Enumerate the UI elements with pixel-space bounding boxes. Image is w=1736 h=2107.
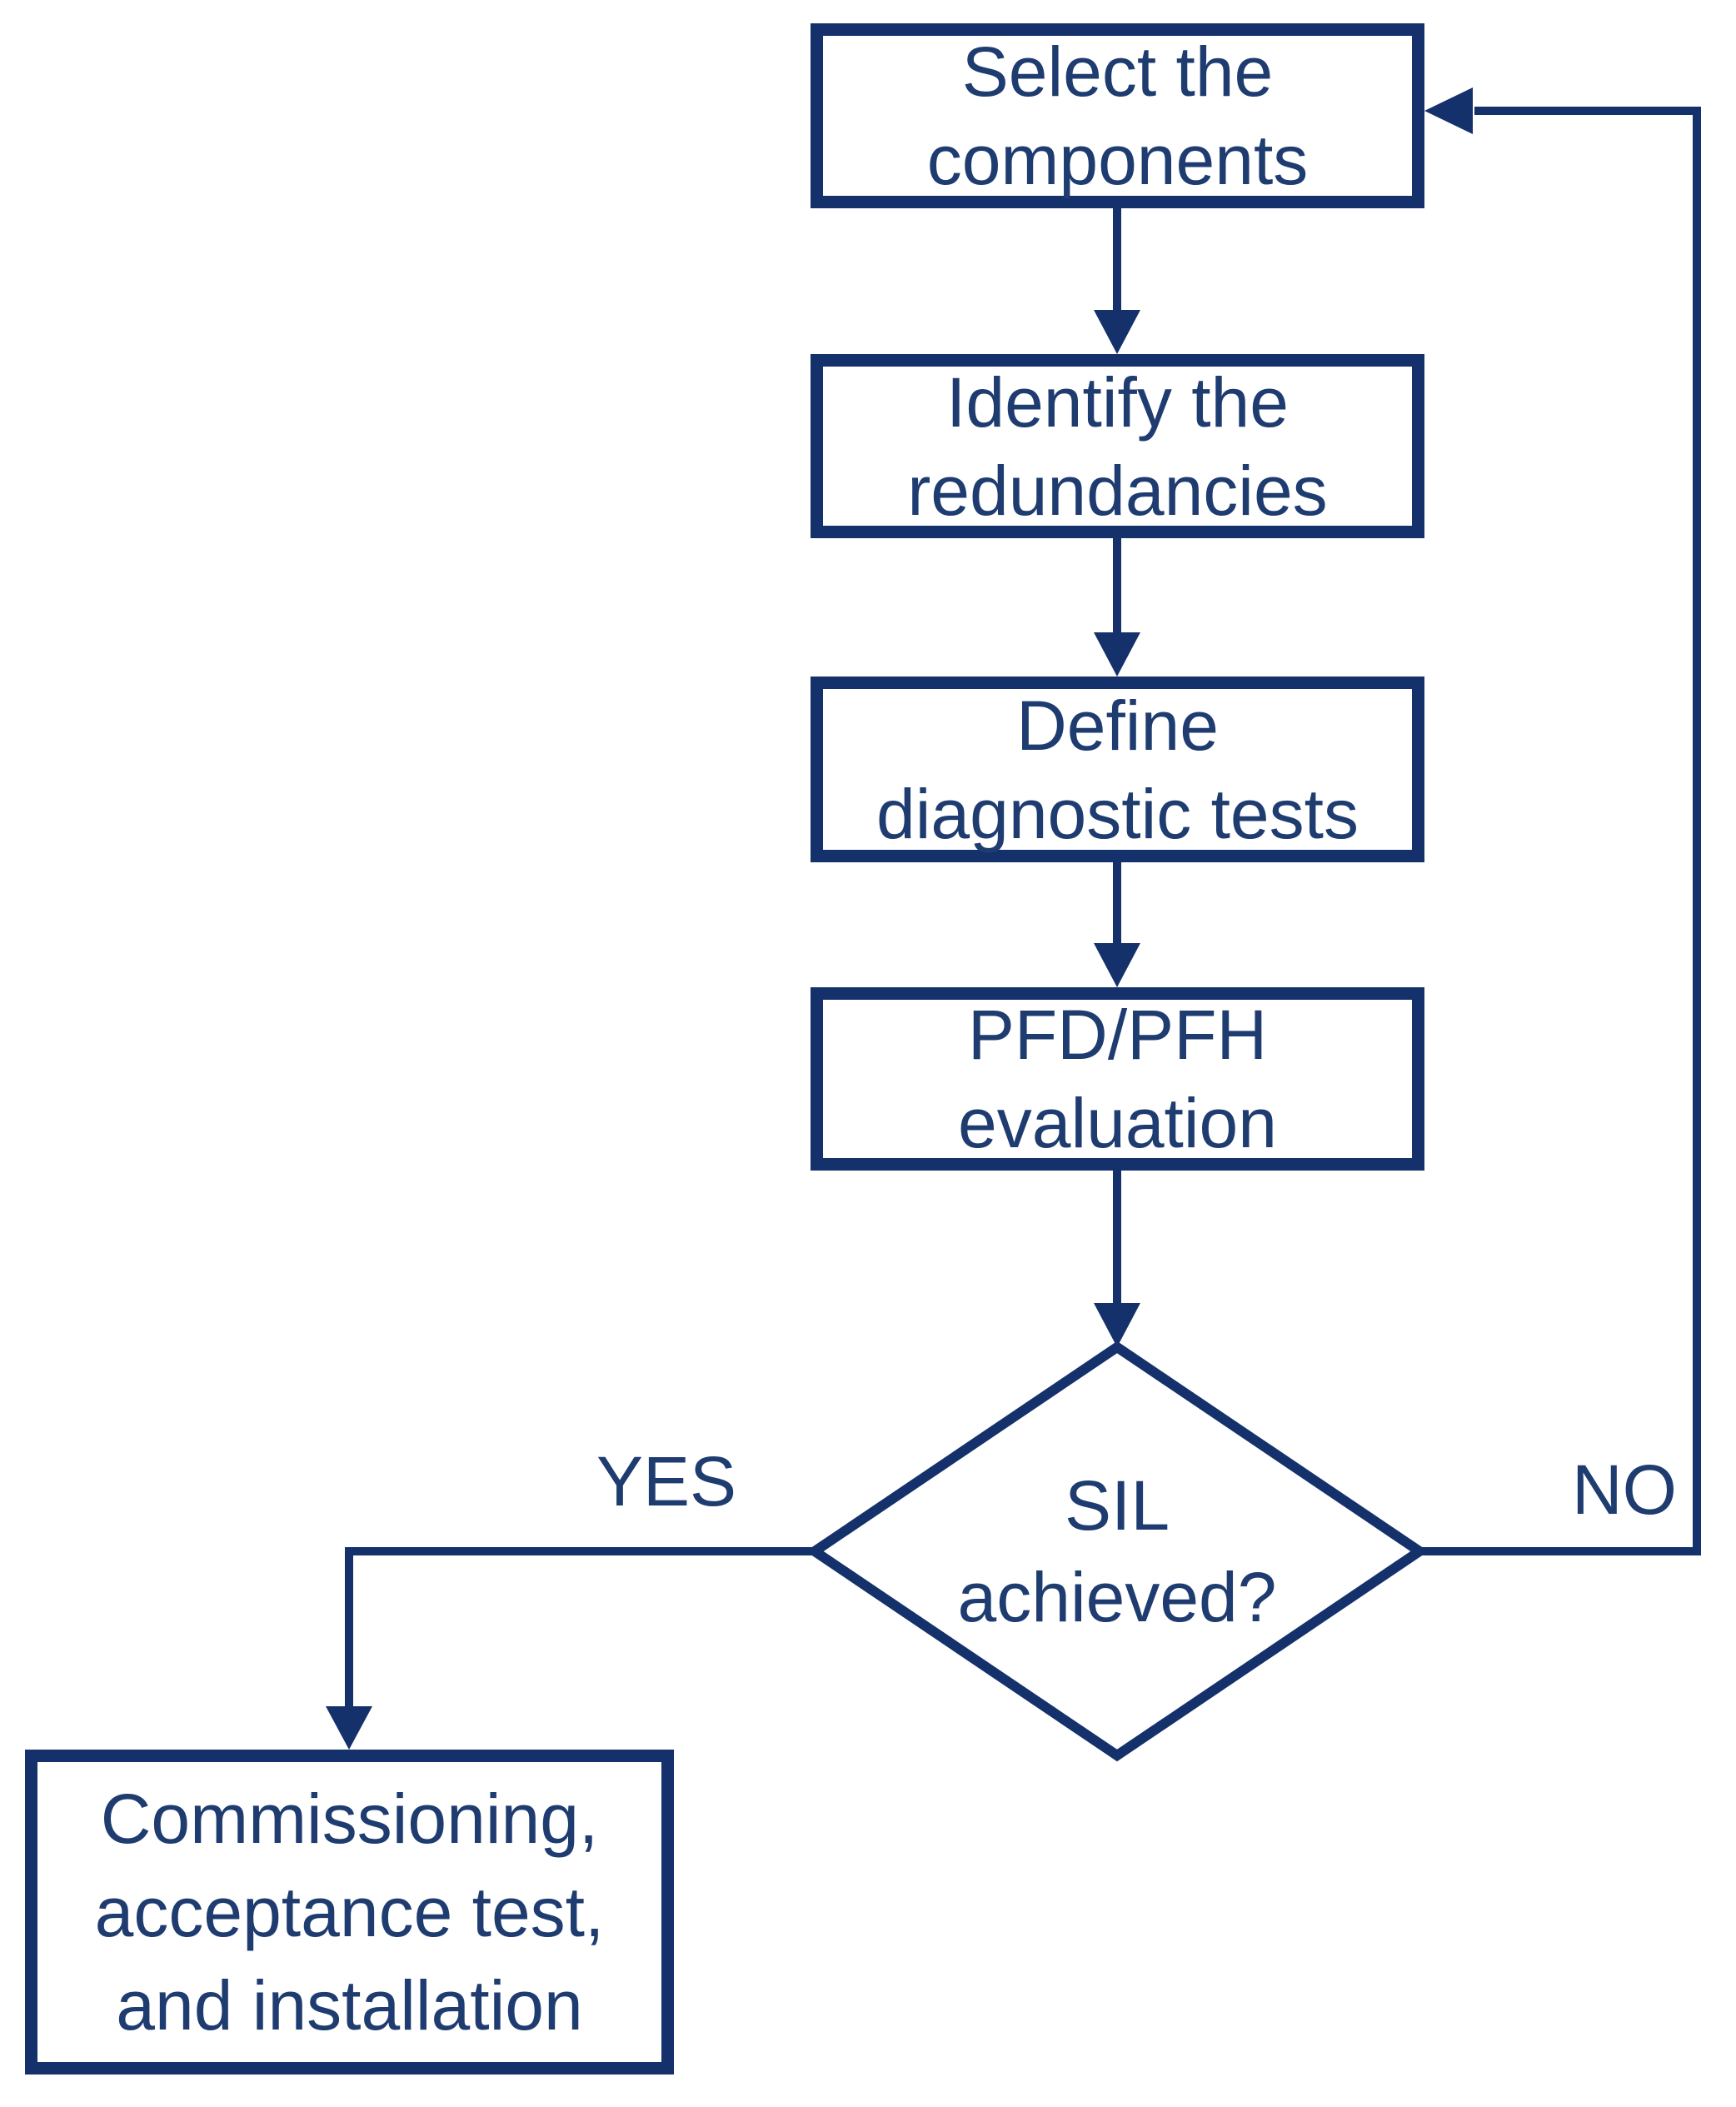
yes-branch-line — [345, 1547, 815, 1710]
arrow-identify-to-define-head — [1094, 632, 1140, 677]
no-feedback-head — [1424, 87, 1473, 134]
node-label-line: Define — [1016, 686, 1219, 765]
node-select-components: Select the components — [811, 23, 1424, 208]
node-label-line: Select the — [961, 32, 1274, 111]
arrow-define-to-pfd-head — [1094, 943, 1140, 987]
node-commissioning-acceptance-installation: Commissioning, acceptance test, and inst… — [25, 1750, 674, 2075]
arrow-pfd-to-decision-head — [1094, 1303, 1140, 1347]
node-identify-redundancies: Identify the redundancies — [811, 354, 1424, 538]
decision-sil-achieved-label: SIL achieved? — [867, 1460, 1367, 1643]
decision-sil-achieved-shape — [806, 1341, 1429, 1762]
node-label-line: Identify the — [946, 362, 1289, 442]
node-label-line: and installation — [116, 1966, 583, 2045]
node-label-line: redundancies — [907, 451, 1328, 530]
node-define-diagnostic-tests: Define diagnostic tests — [811, 677, 1424, 862]
node-label-line: acceptance test, — [94, 1873, 605, 1951]
yes-label: YES — [596, 1442, 737, 1520]
node-label-line: PFD/PFH — [967, 996, 1268, 1074]
node-label-line: diagnostic tests — [876, 774, 1359, 853]
no-label: NO — [1572, 1450, 1677, 1529]
arrow-select-to-identify-head — [1094, 310, 1140, 354]
node-label-line: achieved? — [957, 1558, 1277, 1636]
yes-branch-head — [326, 1706, 372, 1750]
node-label-line: evaluation — [958, 1084, 1277, 1162]
node-pfd-pfh-evaluation: PFD/PFH evaluation — [811, 987, 1424, 1171]
node-label-line: components — [926, 121, 1309, 199]
no-feedback-line — [1419, 107, 1701, 1555]
node-label-line: SIL — [1064, 1466, 1170, 1545]
node-label-line: Commissioning, — [100, 1780, 599, 1858]
